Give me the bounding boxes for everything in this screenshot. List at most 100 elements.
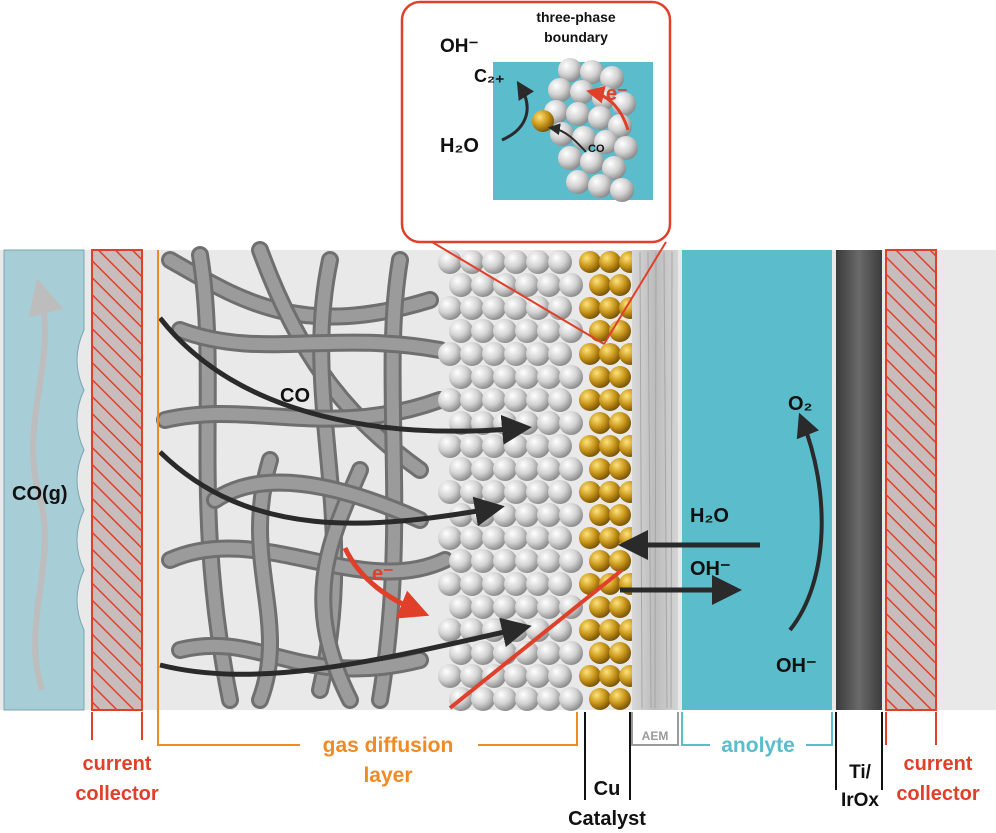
inset-sphere (600, 66, 624, 90)
cu-sphere (589, 458, 611, 480)
support-sphere (482, 572, 506, 596)
electron-conductor-line (448, 568, 624, 710)
cu-sphere (609, 366, 631, 388)
cu-sphere (579, 481, 601, 503)
cu-sphere (609, 412, 631, 434)
cu-sphere (579, 251, 601, 273)
aem-texture (639, 251, 673, 709)
support-sphere (438, 342, 462, 366)
current-collector-right-line1: current (904, 753, 973, 775)
support-sphere (471, 641, 495, 665)
gas-flow-arrow (28, 278, 64, 691)
support-sphere (504, 572, 528, 596)
support-sphere (460, 526, 484, 550)
gdl-fibres (156, 241, 454, 709)
support-sphere (482, 480, 506, 504)
support-sphere (515, 273, 539, 297)
cu-label-line1: Cu (594, 778, 621, 800)
support-sphere (493, 595, 517, 619)
support-sphere (482, 388, 506, 412)
support-sphere (559, 687, 583, 711)
support-sphere (449, 273, 473, 297)
support-sphere (548, 342, 572, 366)
cu-sphere (599, 297, 621, 319)
support-sphere (471, 319, 495, 343)
cu-sphere (579, 619, 601, 641)
support-sphere (438, 388, 462, 412)
support-sphere (537, 411, 561, 435)
o2-arrow (788, 412, 824, 632)
cu-sphere (599, 573, 621, 595)
co-arrows (158, 316, 532, 677)
cu-sphere (599, 527, 621, 549)
inset-title-line2: boundary (544, 29, 608, 45)
support-sphere (548, 296, 572, 320)
inset-electron-label: e⁻ (606, 83, 628, 105)
support-sphere (482, 296, 506, 320)
support-sphere (460, 664, 484, 688)
support-sphere (559, 411, 583, 435)
current-collector-left-line2: collector (75, 783, 159, 805)
support-sphere (515, 595, 539, 619)
oh-label: OH⁻ (690, 558, 731, 580)
support-sphere (460, 342, 484, 366)
inset-sphere (566, 170, 590, 194)
support-sphere (537, 273, 561, 297)
support-sphere (449, 365, 473, 389)
support-sphere (504, 434, 528, 458)
cu-sphere (589, 596, 611, 618)
electron-arrow (342, 546, 430, 619)
support-sphere (548, 526, 572, 550)
current-collector-left (91, 249, 143, 711)
gdl-label-line1: gas diffusion (323, 734, 454, 757)
support-sphere (471, 595, 495, 619)
cu-sphere (589, 504, 611, 526)
co-label: CO (280, 385, 310, 407)
support-sphere (515, 457, 539, 481)
support-sphere (438, 618, 462, 642)
support-sphere (482, 342, 506, 366)
support-sphere (438, 572, 462, 596)
support-sphere (537, 595, 561, 619)
support-sphere (493, 687, 517, 711)
ti-irox-electrode (836, 250, 882, 710)
cu-sphere (609, 642, 631, 664)
support-sphere (493, 549, 517, 573)
cu-sphere (609, 274, 631, 296)
cu-sphere (579, 297, 601, 319)
microporous-sphere-layer (438, 250, 583, 711)
support-sphere (493, 503, 517, 527)
inset-sphere (588, 174, 612, 198)
support-sphere (460, 250, 484, 274)
co-gas-label: CO(g) (12, 483, 68, 505)
support-sphere (504, 250, 528, 274)
cu-sphere (589, 688, 611, 710)
inset-h2o-label: H₂O (440, 135, 479, 157)
cu-sphere (599, 389, 621, 411)
electron-label: e⁻ (372, 563, 394, 585)
cu-sphere (579, 389, 601, 411)
inset-spheres (544, 58, 638, 202)
cu-sphere (589, 320, 611, 342)
ti-irox-line1: Ti/ (849, 762, 872, 783)
inset-sphere (608, 114, 632, 138)
cu-sphere (579, 435, 601, 457)
support-sphere (537, 365, 561, 389)
cu-sphere (589, 412, 611, 434)
inset-sphere (610, 178, 634, 202)
support-sphere (526, 388, 550, 412)
current-collector-left-line1: current (83, 753, 152, 775)
support-sphere (471, 687, 495, 711)
three-phase-inset: three-phase boundary OH⁻ C₂₊ H₂O e⁻ CO (400, 0, 672, 345)
support-sphere (482, 526, 506, 550)
support-sphere (548, 480, 572, 504)
support-sphere (438, 434, 462, 458)
support-sphere (449, 319, 473, 343)
support-sphere (449, 549, 473, 573)
support-sphere (438, 526, 462, 550)
support-sphere (559, 457, 583, 481)
h2o-label: H₂O (690, 505, 729, 527)
current-collector-right (885, 249, 937, 711)
support-sphere (449, 595, 473, 619)
